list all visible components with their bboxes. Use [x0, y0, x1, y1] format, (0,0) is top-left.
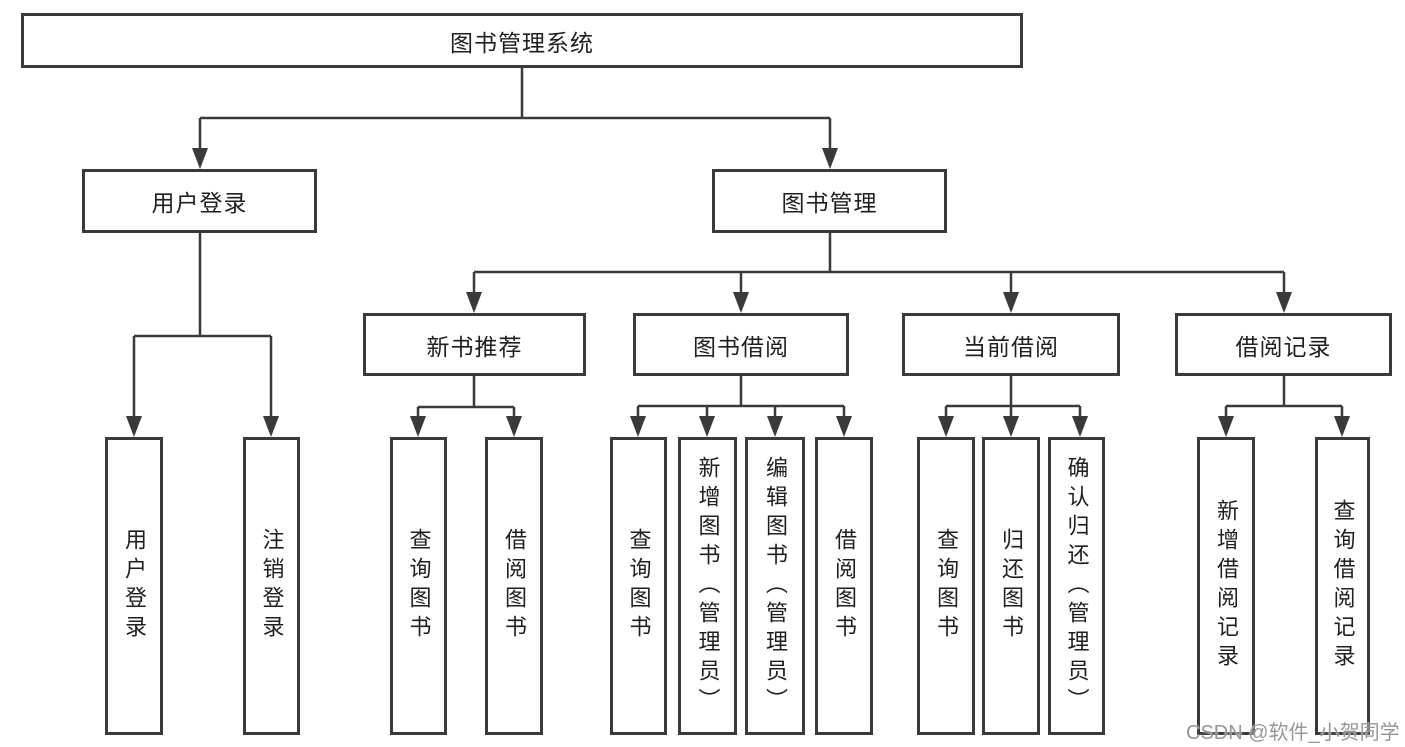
node-book-management: 图书管理: [712, 169, 947, 233]
node-book-borrow: 图书借阅: [633, 313, 849, 376]
csdn-watermark: CSDN @软件_小贺同学: [1186, 722, 1400, 744]
leaf-label: 查询图书: [934, 528, 959, 644]
node-label: 当前借阅: [963, 333, 1059, 360]
leaf-query-books-borrow: 查询图书: [610, 437, 667, 735]
leaf-label: 编辑图书（管理员）: [763, 455, 788, 717]
arrowheads: [126, 148, 1350, 437]
leaf-borrow-books-recommend: 借阅图书: [485, 437, 543, 735]
leaf-label: 借阅图书: [502, 528, 527, 644]
leaf-edit-book-admin: 编辑图书（管理员）: [745, 437, 805, 735]
leaf-label: 确认归还（管理员）: [1064, 455, 1090, 717]
leaf-label: 新增借阅记录: [1214, 499, 1239, 673]
node-label: 用户登录: [151, 190, 248, 216]
leaf-query-borrow-record: 查询借阅记录: [1315, 437, 1370, 735]
node-current-borrow: 当前借阅: [902, 313, 1120, 376]
leaf-label: 注销登录: [259, 528, 285, 644]
node-label: 借阅记录: [1235, 333, 1332, 360]
leaf-label: 借阅图书: [832, 528, 857, 644]
node-label: 图书管理系统: [450, 29, 594, 56]
node-label: 新书推荐: [426, 333, 523, 360]
leaf-user-login: 用户登录: [105, 437, 163, 735]
node-new-book-recommend: 新书推荐: [363, 313, 586, 376]
leaf-add-borrow-record: 新增借阅记录: [1197, 437, 1255, 735]
leaf-confirm-return-admin: 确认归还（管理员）: [1048, 437, 1105, 735]
leaf-borrow-books: 借阅图书: [815, 437, 873, 735]
node-user-login: 用户登录: [82, 169, 317, 233]
leaf-query-books-recommend: 查询图书: [390, 437, 447, 735]
leaf-logout: 注销登录: [243, 437, 300, 735]
leaf-label: 查询图书: [406, 528, 432, 644]
leaf-return-book: 归还图书: [982, 437, 1040, 735]
node-library-management-system: 图书管理系统: [21, 13, 1023, 68]
node-label: 图书借阅: [693, 333, 789, 360]
leaf-label: 新增图书（管理员）: [695, 455, 721, 717]
leaf-query-books-current: 查询图书: [917, 437, 975, 735]
node-label: 图书管理: [781, 190, 878, 216]
leaf-add-book-admin: 新增图书（管理员）: [678, 437, 737, 735]
leaf-label: 用户登录: [122, 528, 147, 644]
node-borrow-records: 借阅记录: [1175, 313, 1392, 376]
leaf-label: 查询图书: [626, 528, 652, 644]
leaf-label: 查询借阅记录: [1330, 499, 1356, 673]
leaf-label: 归还图书: [999, 528, 1024, 644]
